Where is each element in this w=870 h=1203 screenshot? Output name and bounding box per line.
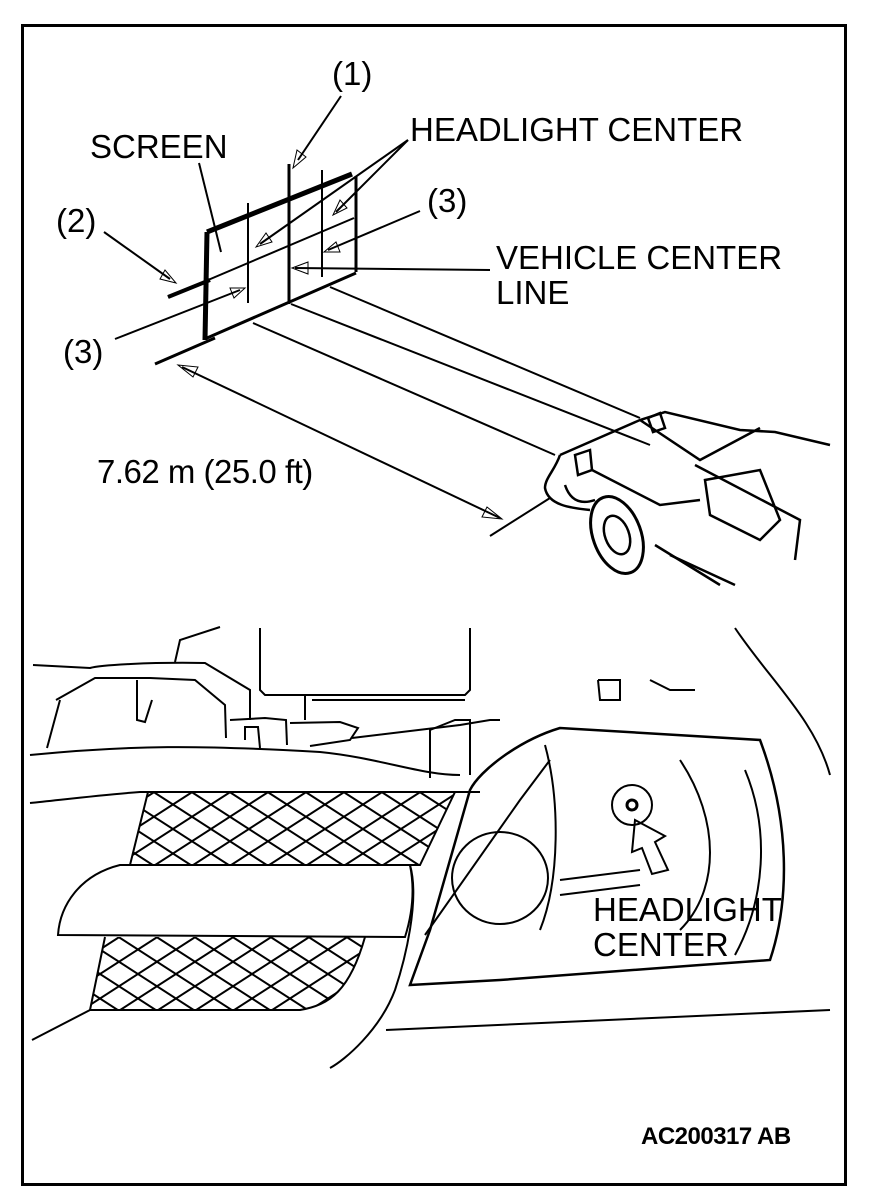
figure-id-code: AC200317 AB	[641, 1123, 791, 1150]
mesh-line	[130, 792, 155, 865]
mesh-line	[423, 937, 538, 1011]
mesh-line	[308, 937, 365, 1010]
screen-left-edge	[202, 231, 210, 341]
mesh-line	[534, 792, 649, 866]
mesh-line	[496, 792, 611, 866]
floor-line-front	[154, 336, 216, 366]
distance-arrow	[181, 366, 501, 519]
aiming-screen	[103, 95, 651, 537]
mesh-line	[423, 937, 538, 1011]
mesh-line	[534, 792, 649, 866]
callout-1-label: (1)	[332, 55, 373, 92]
leader-screen	[198, 162, 222, 253]
mesh-line	[0, 937, 81, 1011]
screen-top-edge	[206, 171, 353, 235]
distance-label: 7.62 m (25.0 ft)	[97, 453, 313, 490]
leader-2	[103, 231, 171, 280]
floor-guide-2	[290, 303, 651, 446]
floor-guide-3	[329, 286, 641, 419]
mesh-line	[0, 937, 81, 1011]
mesh-line	[308, 937, 365, 1010]
headlight-center-label-top: HEADLIGHT CENTER	[410, 111, 744, 148]
leader-1	[297, 95, 342, 161]
leader-3-right	[327, 210, 421, 251]
vehicle-center-line-label: VEHICLE CENTER	[496, 239, 783, 276]
mesh-line	[385, 937, 500, 1011]
headlight-center-label-bottom: HEADLIGHT	[593, 891, 782, 928]
floor-guide-1	[252, 322, 556, 456]
leader-3-left	[114, 289, 241, 340]
leader-vehicle-center	[294, 267, 491, 271]
screen-bottom-edge	[206, 271, 357, 340]
mesh-line	[2, 792, 117, 866]
mesh-line	[346, 937, 365, 1010]
mesh-line	[2, 792, 117, 866]
mesh-line	[270, 937, 365, 1010]
headlight-center-label-bottom-2: CENTER	[593, 926, 729, 963]
headlight-center-dot	[625, 798, 639, 812]
vehicle-rear-sketch	[543, 410, 831, 587]
mesh-line	[496, 792, 611, 866]
mesh-line	[385, 937, 500, 1011]
leader-headlight-a	[259, 139, 409, 245]
grille-mesh-lower	[0, 937, 576, 1011]
leader-headlight-b	[335, 139, 409, 213]
figure-frame	[21, 24, 847, 1186]
mesh-line	[461, 937, 576, 1011]
mesh-line	[419, 792, 455, 865]
mesh-line	[461, 937, 576, 1011]
headlight-center-ring	[611, 784, 653, 826]
fog-lamp	[451, 831, 549, 925]
screen-label: SCREEN	[90, 128, 228, 165]
mesh-line	[346, 937, 365, 1010]
vehicle-center-line-label-2: LINE	[496, 274, 570, 311]
callout-3-left-label: (3)	[63, 333, 104, 370]
front-end-sketch	[29, 626, 831, 1069]
headlight-center-arrow	[630, 818, 670, 876]
callout-2-label: (2)	[56, 202, 97, 239]
grille-mesh-upper	[2, 792, 649, 866]
callout-3-right-label: (3)	[427, 182, 468, 219]
